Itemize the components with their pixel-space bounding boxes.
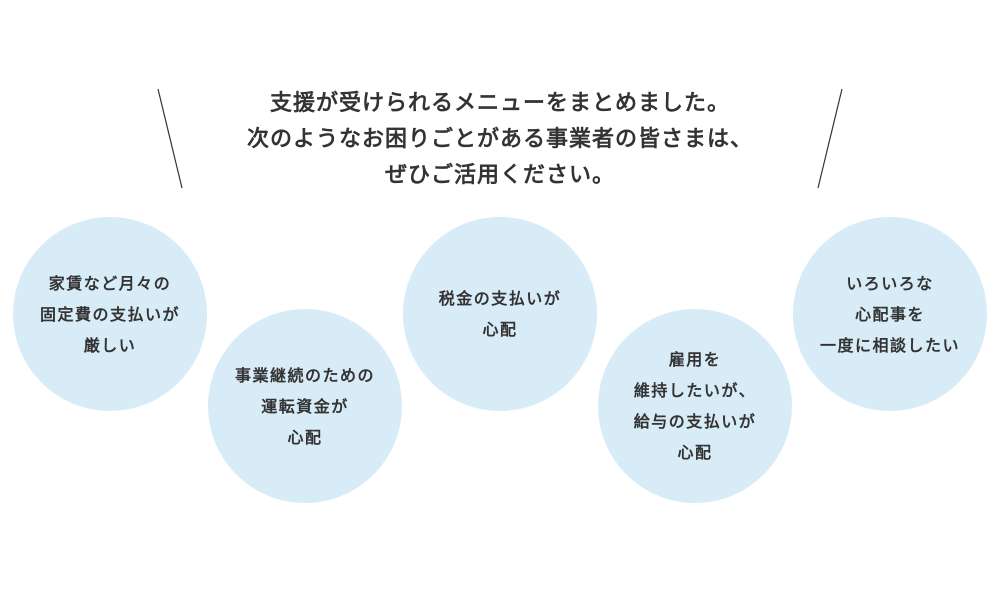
concern-text-line: 事業継続のための [234,365,375,385]
concern-text-line: 心配事を [854,304,925,324]
concern-text-line: 心配 [287,427,323,447]
concern-text-line: 給与の支払いが [633,412,757,431]
concern-text-line: 雇用を [668,350,722,369]
left-slash-line [157,88,183,189]
concern-text-line: 心配 [482,320,518,339]
right-slash-line [817,88,843,189]
intro-heading-line-3: ぜひご活用ください。 [384,163,615,188]
concern-text-line: 心配 [677,443,713,462]
concern-text-line: いろいろな [846,273,934,293]
concern-text-line: 維持したいが、 [633,381,757,400]
concern-circle-fixed-costs: 家賃など月々の 固定費の支払いが 厳しい [13,217,207,411]
intro-heading: 支援が受けられるメニューをまとめました。 次のようなお困りごとがある事業者の皆さ… [200,86,800,194]
concern-text-line: 家賃など月々の [48,273,172,293]
concern-circle-employment: 雇用を 維持したいが、 給与の支払いが 心配 [598,309,792,503]
concern-circle-working-capital: 事業継続のための 運転資金が 心配 [208,309,402,503]
concern-text-line: 厳しい [83,335,137,355]
intro-heading-line-1: 支援が受けられるメニューをまとめました。 [269,91,730,116]
concern-text-line: 税金の支払いが [438,289,562,308]
concern-text-line: 固定費の支払いが [39,304,180,324]
concern-text-line: 一度に相談したい [819,335,960,355]
concern-circle-tax-payment: 税金の支払いが 心配 [403,217,597,411]
concern-text-line: 運転資金が [261,396,349,416]
concern-circle-consultation: いろいろな 心配事を 一度に相談したい [793,217,987,411]
intro-heading-line-2: 次のようなお困りごとがある事業者の皆さまは、 [246,127,753,152]
